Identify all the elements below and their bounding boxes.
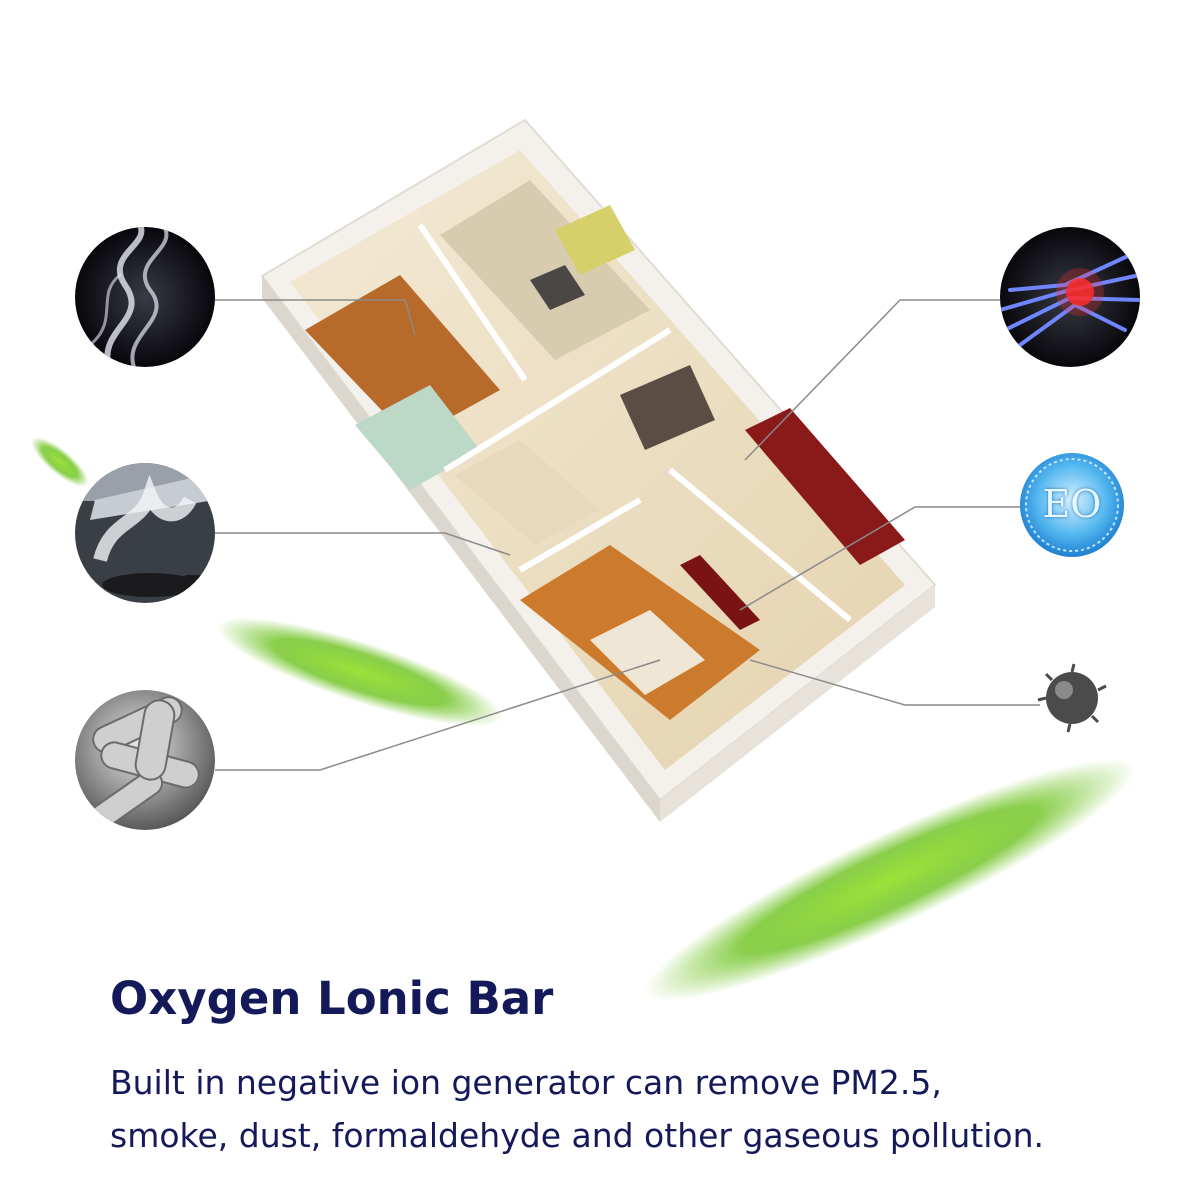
description: Built in negative ion generator can remo…: [110, 1056, 1044, 1162]
leaf-decor-2: [644, 758, 1136, 1002]
leaf-decor-1: [217, 617, 503, 727]
joint-pain-icon: [1000, 227, 1140, 367]
leaf-decor-3: [31, 437, 89, 487]
description-line-1: Built in negative ion generator can remo…: [110, 1063, 942, 1102]
smoke-icon: [75, 227, 215, 367]
description-line-2: smoke, dust, formaldehyde and other gase…: [110, 1116, 1045, 1155]
cooking-fumes-icon: [75, 463, 215, 603]
apartment-floorplan: [260, 118, 937, 822]
eo-badge-label: EO: [1042, 482, 1102, 526]
headline: Oxygen Lonic Bar: [110, 972, 554, 1025]
eo-badge-icon: [1020, 453, 1124, 557]
dust-particle-icon: [1037, 663, 1107, 733]
bacteria-icon: [75, 690, 215, 830]
connector-lines: [215, 299, 1040, 771]
